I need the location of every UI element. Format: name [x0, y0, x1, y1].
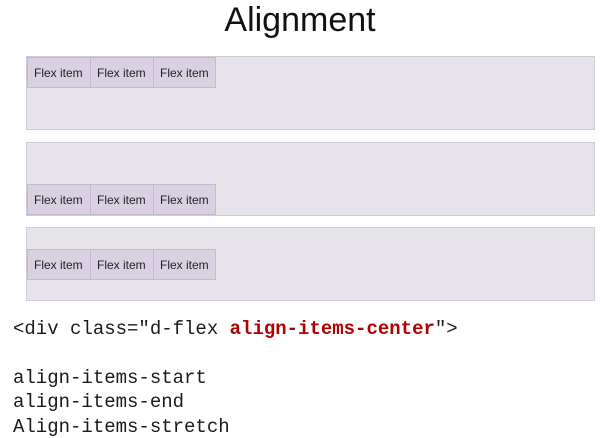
code-highlight-class: align-items-center [229, 318, 435, 340]
align-center-demo-container: Flex item Flex item Flex item [26, 227, 595, 301]
flex-item: Flex item [27, 248, 91, 280]
code-open-suffix: "> [434, 318, 458, 340]
code-option-end: align-items-end [13, 391, 185, 413]
slide-title: Alignment [224, 1, 376, 39]
code-example-line: <div class="d-flex align-items-center"> [13, 317, 458, 341]
flex-item: Flex item [153, 184, 216, 215]
code-option-start: align-items-start [13, 367, 207, 389]
flex-item: Flex item [90, 57, 154, 88]
flex-item: Flex item [153, 248, 216, 280]
flex-item: Flex item [27, 184, 91, 215]
code-option-stretch: Align-items-stretch [13, 416, 230, 438]
align-start-demo-container: Flex item Flex item Flex item [26, 56, 595, 130]
flex-item: Flex item [90, 184, 154, 215]
code-open-prefix: <div class="d-flex [13, 318, 230, 340]
align-end-demo-container: Flex item Flex item Flex item [26, 142, 595, 216]
flex-item: Flex item [153, 57, 216, 88]
flex-item: Flex item [90, 248, 154, 280]
flex-item: Flex item [27, 57, 91, 88]
